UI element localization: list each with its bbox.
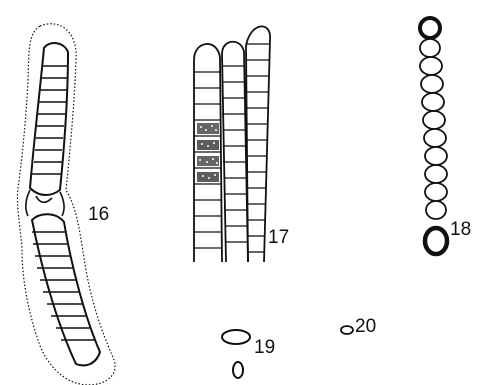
figure-18-label: 18: [450, 219, 471, 240]
figure-19-cells: [222, 330, 250, 378]
fig18-top-heterocyst: [420, 18, 440, 38]
fig17-right-trichome: [246, 26, 270, 262]
figure-19-label: 19: [254, 337, 275, 358]
figure-20-label: 20: [355, 316, 376, 337]
fig16-joint: [26, 190, 64, 216]
figure-17-label: 17: [268, 227, 289, 248]
figure-16-label: 16: [88, 204, 109, 225]
figure-20-cell: [341, 326, 353, 334]
fig17-left-trichome: [194, 44, 222, 262]
fig17-middle-trichome: [222, 42, 248, 262]
figure-17-trichomes: [194, 26, 270, 262]
figure-18-chain: [420, 18, 447, 254]
fig16-lower-cross-walls: [32, 232, 95, 340]
fig18-bottom-heterocyst: [425, 228, 447, 254]
